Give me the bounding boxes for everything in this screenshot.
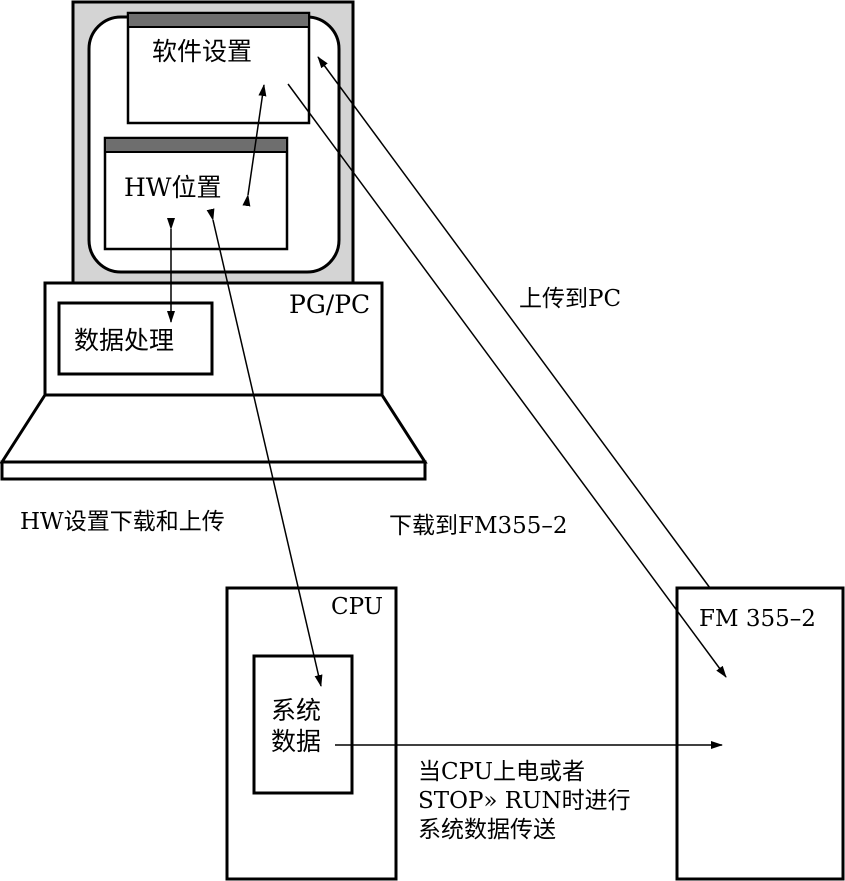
software-settings-label: 软件设置: [152, 37, 253, 66]
hw-settings-titlebar: [104, 137, 288, 153]
pg-pc-label: PG/PC: [289, 290, 371, 319]
fm-module: [675, 586, 845, 881]
system-data-label: 系统 数据: [271, 696, 322, 757]
keyboard-front: [0, 460, 427, 481]
fm-module-label: FM 355–2: [699, 606, 816, 632]
transfer-note-label: 当CPU上电或者 STOP» RUN时进行 系统数据传送: [418, 759, 631, 843]
arrow-upload-to-pc: [317, 56, 711, 589]
keyboard-top: [0, 393, 428, 464]
arrow-download-to-fm: [287, 83, 727, 678]
software-settings-titlebar: [127, 12, 310, 28]
hw-download-upload-label: HW设置下载和上传: [20, 509, 225, 535]
data-processing-label: 数据处理: [74, 326, 175, 355]
download-to-fm-label: 下载到FM355–2: [389, 513, 568, 539]
hw-settings-label: HW位置: [124, 173, 222, 202]
cpu-label: CPU: [331, 594, 384, 620]
software-settings-window: [126, 11, 311, 125]
arrow-settings-hw: [242, 84, 267, 207]
data-processing-box: [57, 301, 214, 376]
upload-to-pc-label: 上传到PC: [519, 286, 622, 312]
arrow-hw-cpu: [206, 208, 323, 687]
